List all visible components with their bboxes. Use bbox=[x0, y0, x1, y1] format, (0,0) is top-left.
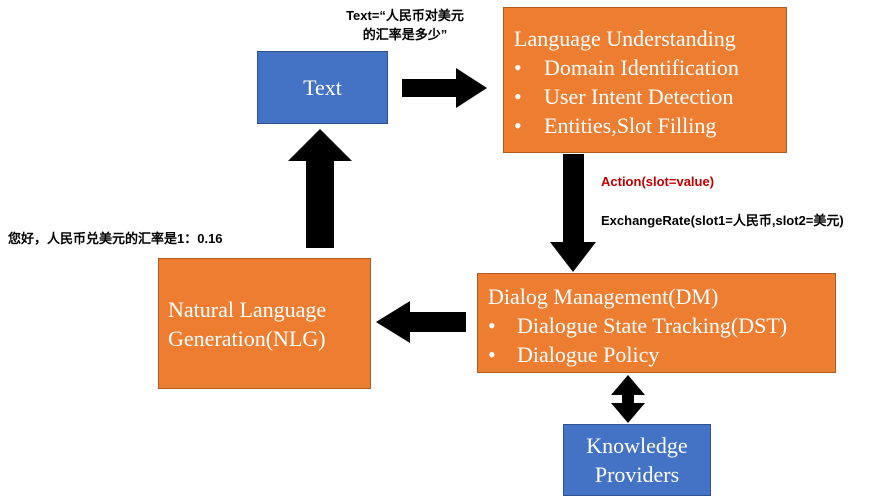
bullet-icon: • bbox=[514, 84, 522, 109]
exchange-rate-annotation: ExchangeRate(slot1=人民币,slot2=美元) bbox=[601, 213, 844, 228]
list-item: • Dialogue Policy bbox=[488, 340, 835, 369]
input-text-line1: Text=“人民币对美元 bbox=[346, 8, 464, 23]
bullet-icon: • bbox=[488, 342, 496, 367]
list-item: • Domain Identification bbox=[514, 53, 786, 82]
bullet-icon: • bbox=[514, 113, 522, 138]
kp-line2: Providers bbox=[594, 462, 680, 487]
bullet-icon: • bbox=[488, 313, 496, 338]
dm-title: Dialog Management(DM) bbox=[488, 284, 719, 309]
nlg-line2: Generation(NLG) bbox=[168, 325, 326, 351]
nlu-list: • Domain Identification • User Intent De… bbox=[514, 53, 786, 140]
kp-line1: Knowledge bbox=[586, 433, 688, 458]
nlu-title: Language Understanding bbox=[514, 26, 736, 51]
text-box: Text bbox=[257, 51, 388, 124]
dm-item-state-tracking: Dialogue State Tracking(DST) bbox=[517, 313, 788, 338]
language-understanding-box: Language Understanding • Domain Identifi… bbox=[503, 7, 787, 153]
dm-item-dialogue-policy: Dialogue Policy bbox=[517, 342, 660, 367]
bullet-icon: • bbox=[514, 55, 522, 80]
nlu-item-domain-identification: Domain Identification bbox=[544, 55, 739, 80]
list-item: • Dialogue State Tracking(DST) bbox=[488, 311, 835, 340]
nlu-item-slot-filling: Entities,Slot Filling bbox=[544, 113, 717, 138]
nlg-line1: Natural Language bbox=[168, 296, 327, 322]
nlu-item-user-intent-detection: User Intent Detection bbox=[544, 84, 734, 109]
action-annotation: Action(slot=value) bbox=[601, 174, 715, 189]
input-text-annotation: Text=“人民币对美元 的汇率是多少” bbox=[330, 6, 480, 44]
dialog-management-box: Dialog Management(DM) • Dialogue State T… bbox=[477, 273, 836, 373]
response-annotation: 您好，人民币兑美元的汇率是1：0.16 bbox=[8, 231, 223, 246]
list-item: • Entities,Slot Filling bbox=[514, 111, 786, 140]
text-box-label: Text bbox=[303, 75, 342, 100]
arrow-nlg-to-text bbox=[288, 129, 352, 248]
input-text-line2: 的汇率是多少” bbox=[362, 27, 448, 42]
dm-list: • Dialogue State Tracking(DST) • Dialogu… bbox=[488, 311, 835, 369]
list-item: • User Intent Detection bbox=[514, 82, 786, 111]
arrow-dm-kp-bidirectional bbox=[611, 375, 645, 423]
arrow-dm-to-nlg bbox=[376, 301, 466, 343]
arrow-nlu-to-dm bbox=[550, 154, 596, 272]
nlg-box: Natural Language Generation(NLG) bbox=[158, 258, 371, 389]
arrow-text-to-nlu bbox=[402, 68, 487, 108]
knowledge-providers-box: Knowledge Providers bbox=[563, 424, 711, 496]
